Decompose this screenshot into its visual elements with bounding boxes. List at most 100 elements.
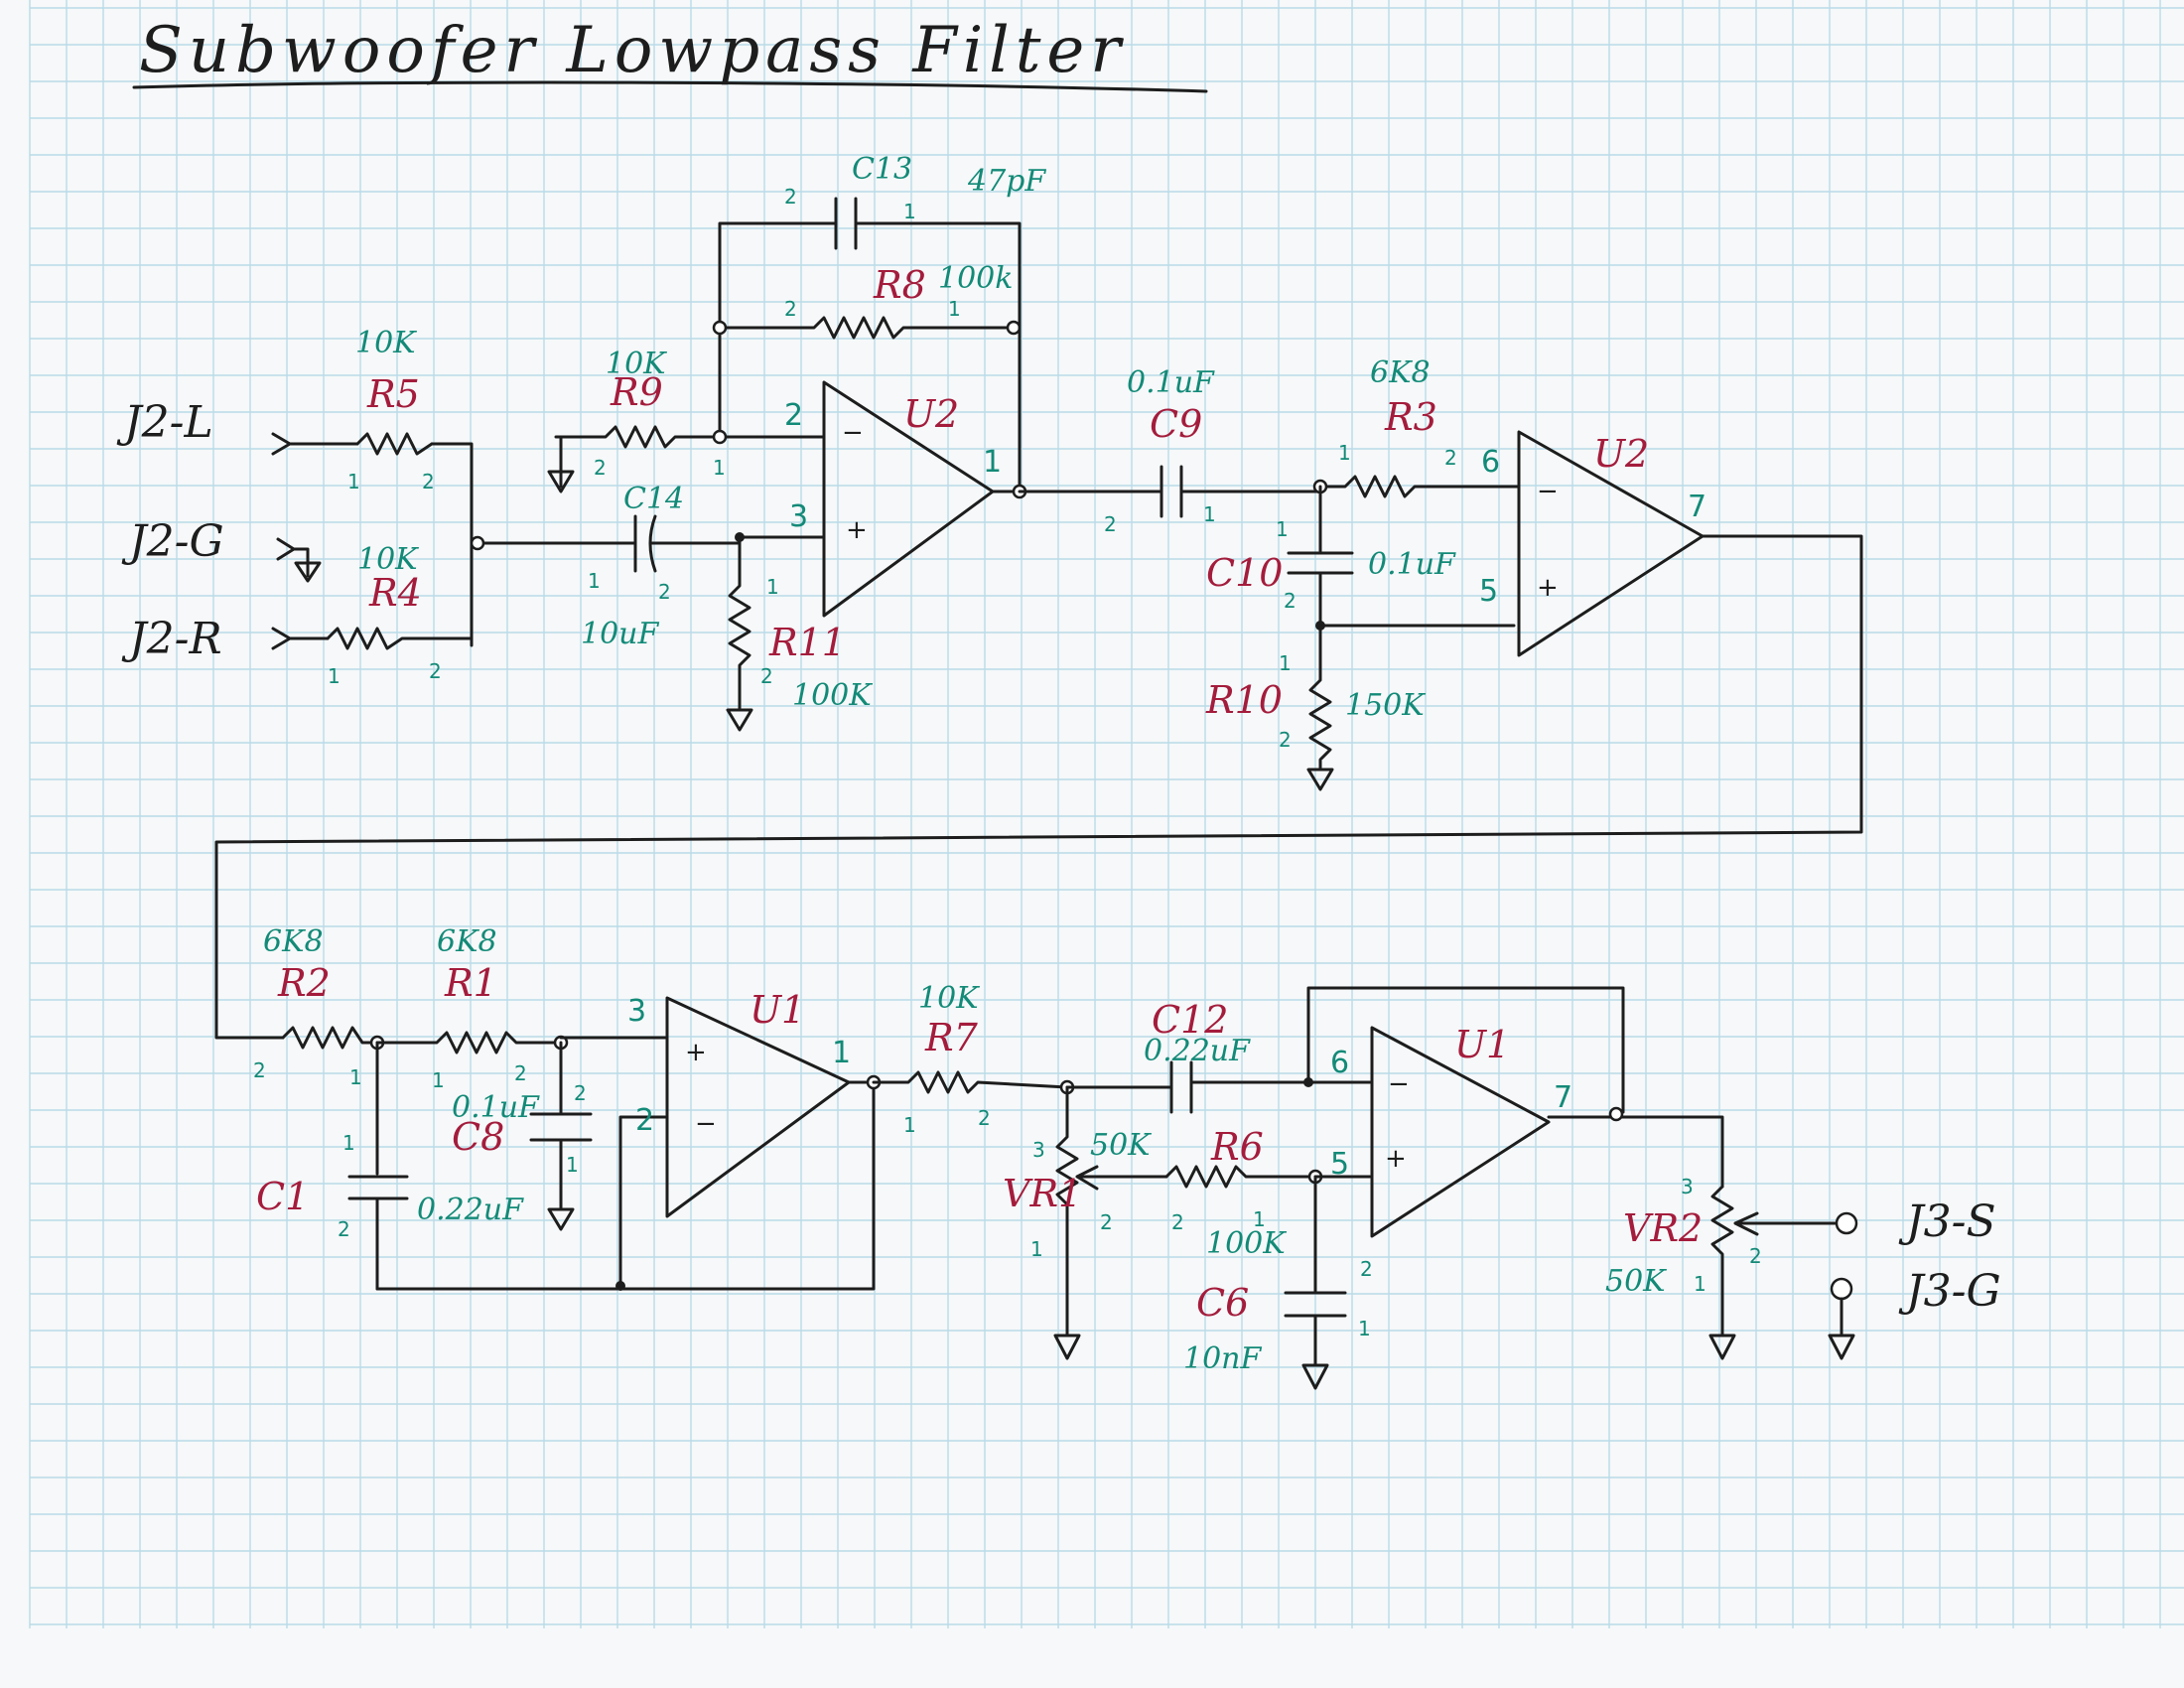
u2b-plus-sign: +: [1537, 573, 1559, 603]
junction-r8-right: [1006, 320, 1022, 336]
r1-pin2: 2: [514, 1061, 527, 1085]
u1b-minus-sign: −: [1388, 1069, 1410, 1099]
r9-pin1: 1: [713, 456, 726, 480]
r4-pin2: 2: [429, 659, 442, 683]
capacitor-c8: [529, 1041, 593, 1211]
capacitor-c10: [1287, 485, 1354, 628]
c8-pin2: 2: [574, 1081, 587, 1105]
u1a-pin1: 1: [832, 1036, 851, 1070]
r9-pin2: 2: [594, 456, 607, 480]
resistor-r4: [326, 627, 414, 650]
vr1-pin1: 1: [1030, 1237, 1043, 1261]
r10-ref: R10: [1205, 678, 1283, 722]
resistor-r5: [355, 432, 434, 456]
u1b-ref: U1: [1454, 1023, 1510, 1066]
r2-value: 6K8: [263, 924, 324, 959]
u1b-plus-sign: +: [1385, 1144, 1407, 1174]
ground-icon: [1708, 1334, 1736, 1360]
connector-j2-r: J2-R: [121, 614, 222, 664]
r1-ref: R1: [444, 961, 497, 1005]
resistor-r8: [718, 316, 1016, 340]
capacitor-c13: [827, 197, 1022, 330]
junction-u1b-out: [1608, 1106, 1624, 1122]
wire-u1a-feedback: [375, 1080, 876, 1291]
r1-value: 6K8: [437, 924, 497, 959]
r10-pin2: 2: [1279, 728, 1292, 752]
r2-pin2: 2: [253, 1058, 266, 1082]
r5-value: 10K: [355, 326, 417, 360]
wire-to-u1b-inputs: [1306, 1080, 1372, 1179]
r8-pin1: 1: [948, 297, 961, 321]
u2a-pin1: 1: [983, 445, 1002, 480]
r3-pin1: 1: [1338, 441, 1351, 465]
r7-pin1: 1: [903, 1113, 916, 1137]
ground-icon: [1301, 1363, 1329, 1390]
junction-r8-left: [712, 320, 728, 336]
vr2-value: 50K: [1605, 1264, 1667, 1299]
c13-pin2: 2: [784, 185, 797, 209]
u2a-plus-sign: +: [846, 515, 868, 545]
ground-icon: [547, 470, 575, 493]
opamp-u2a: [822, 380, 995, 618]
u1b-pin5: 5: [1330, 1147, 1349, 1182]
r8-value: 100k: [938, 261, 1013, 296]
wire-u2b-to-r2: [214, 534, 1863, 1040]
resistor-r9: [554, 425, 722, 449]
resistor-r11: [728, 535, 751, 712]
capacitor-c12: [1065, 1060, 1310, 1114]
c6-pin1: 1: [1358, 1317, 1371, 1340]
c12-value: 0.22uF: [1144, 1034, 1251, 1068]
r11-value: 100K: [792, 678, 873, 713]
u2a-pin2: 2: [784, 398, 803, 433]
r5-pin1: 1: [347, 470, 360, 493]
resistor-r2: [281, 1026, 379, 1050]
c9-ref: C9: [1150, 402, 1202, 446]
resistor-r1: [375, 1031, 563, 1055]
capacitor-c6: [1284, 1175, 1347, 1367]
page-title: Subwoofer Lowpass Filter: [139, 14, 1127, 87]
u2b-pin5: 5: [1479, 574, 1498, 609]
opamp-u1a: [665, 996, 851, 1218]
connector-j3-s-terminal: [1835, 1211, 1858, 1235]
r3-value: 6K8: [1370, 355, 1431, 390]
vr1-pin2: 2: [1100, 1210, 1113, 1234]
r7-value: 10K: [918, 981, 980, 1016]
r1-pin1: 1: [432, 1068, 445, 1092]
u1a-minus-sign: −: [695, 1109, 717, 1139]
r6-pin1: 1: [1253, 1207, 1266, 1231]
title-underline: [132, 80, 1208, 93]
connector-j2-g: J2-G: [121, 516, 224, 567]
r10-pin1: 1: [1279, 651, 1292, 675]
ground-icon: [1828, 1334, 1855, 1360]
u2b-ref: U2: [1593, 432, 1649, 476]
c10-value: 0.1uF: [1368, 547, 1456, 582]
u1a-plus-sign: +: [685, 1038, 707, 1067]
ground-icon: [294, 561, 322, 583]
r4-value: 10K: [357, 542, 419, 577]
c8-value: 0.1uF: [452, 1090, 540, 1125]
u1a-pin3: 3: [627, 994, 646, 1029]
r9-value: 10K: [606, 347, 667, 381]
capacitor-c14: [623, 514, 742, 573]
r8-ref: R8: [873, 263, 926, 307]
potentiometer-vr2: [1710, 1185, 1734, 1337]
c14-pin1: 1: [588, 569, 601, 593]
capacitor-c9: [1018, 465, 1322, 518]
vr2-pin3: 3: [1681, 1175, 1694, 1198]
u2a-ref: U2: [903, 392, 959, 436]
vr2-ref: VR2: [1623, 1206, 1703, 1250]
r3-ref: R3: [1384, 395, 1437, 439]
r2-ref: R2: [277, 961, 331, 1005]
c9-pin2: 2: [1104, 512, 1117, 536]
c1-ref: C1: [256, 1175, 309, 1218]
c13-pin1: 1: [903, 200, 916, 223]
c14-value: 10uF: [581, 617, 659, 651]
graph-paper-grid: [29, 0, 2184, 1628]
c10-pin2: 2: [1284, 589, 1297, 613]
c8-pin1: 1: [566, 1153, 579, 1177]
vr1-value: 50K: [1090, 1128, 1152, 1163]
r11-pin2: 2: [760, 664, 773, 688]
ground-icon: [1306, 768, 1334, 791]
c12-ref: C12: [1152, 998, 1228, 1042]
